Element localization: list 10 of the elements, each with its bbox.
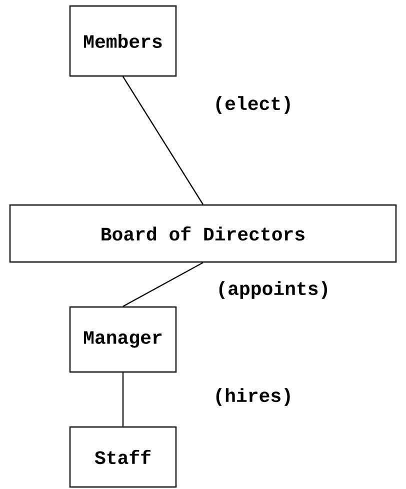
connector-line xyxy=(122,262,204,307)
edge-label: (hires) xyxy=(212,387,294,407)
org-box: Manager xyxy=(69,306,177,373)
edge-label: (appoints) xyxy=(215,280,332,300)
org-box: Board of Directors xyxy=(9,204,397,263)
connector-line xyxy=(122,372,124,426)
org-box: Members xyxy=(69,5,177,77)
connector-line xyxy=(122,76,204,205)
edge-label: (elect) xyxy=(212,95,294,115)
org-box: Staff xyxy=(69,426,177,488)
